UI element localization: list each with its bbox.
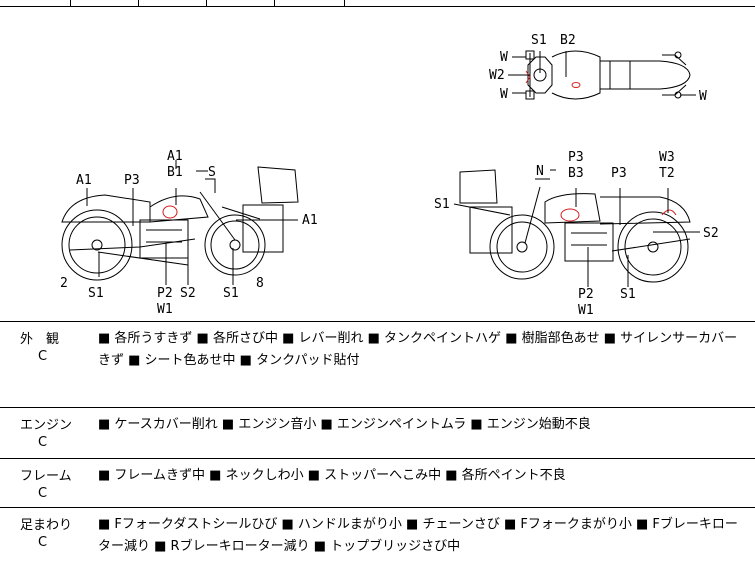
category-grade: C — [0, 347, 90, 364]
label-right-w3: W3 — [659, 150, 675, 165]
category-name: フレーム — [0, 459, 90, 484]
label-top-w: W — [500, 50, 508, 65]
category-notes: ■ 各所うすきず ■ 各所さび中 ■ レバー削れ ■ タンクペイントハゲ ■ 樹… — [90, 322, 755, 408]
header-cell — [206, 0, 207, 6]
label-left-s2: S2 — [180, 286, 196, 301]
label-top-s1: S1 — [531, 33, 547, 48]
inspection-report-table: 外 観 C ■ 各所うすきず ■ 各所さび中 ■ レバー削れ ■ タンクペイント… — [0, 321, 755, 586]
header-cell — [70, 0, 71, 6]
category-name: エンジン — [0, 408, 90, 433]
report-row-suspension: 足まわり C ■ Fフォークダストシールひび ■ ハンドルまがり小 ■ チェーン… — [0, 508, 755, 586]
label-right-n: N — [536, 164, 544, 179]
category-grade: C — [0, 484, 90, 501]
left-damage-marks — [163, 206, 177, 218]
label-left-a1: A1 — [76, 173, 92, 188]
category-notes: ■ Fフォークダストシールひび ■ ハンドルまがり小 ■ チェーンさび ■ Fフ… — [90, 508, 755, 586]
label-left-2: 2 — [60, 276, 68, 291]
header-strip — [0, 0, 755, 7]
label-right-p3: P3 — [611, 166, 627, 181]
motorcycle-diagram-svg: S1 B2 W W2 W W A1 B1 S A1 P3 A1 2 S1 P2 … — [0, 7, 755, 321]
label-left-p2: P2 — [157, 286, 173, 301]
label-left-a1: A1 — [302, 213, 318, 228]
label-left-p3: P3 — [124, 173, 140, 188]
category-notes: ■ フレームきず中 ■ ネックしわ小 ■ ストッパーへこみ中 ■ 各所ペイント不… — [90, 459, 755, 508]
category-grade: C — [0, 433, 90, 450]
label-right-w1: W1 — [578, 303, 594, 318]
header-cell — [344, 0, 345, 6]
label-left-a1: A1 — [167, 149, 183, 164]
report-row-exterior: 外 観 C ■ 各所うすきず ■ 各所さび中 ■ レバー削れ ■ タンクペイント… — [0, 322, 755, 408]
label-top-b2: B2 — [560, 33, 576, 48]
label-right-b3: B3 — [568, 166, 584, 181]
label-right-s1: S1 — [434, 197, 450, 212]
category-cell: エンジン C — [0, 408, 90, 459]
top-view-motorcycle — [526, 51, 690, 99]
label-top-w2: W2 — [489, 68, 505, 83]
label-top-w: W — [500, 87, 508, 102]
label-left-w1: W1 — [157, 302, 173, 317]
label-top-w: W — [699, 89, 707, 104]
label-left-s1: S1 — [223, 286, 239, 301]
label-left-b1: B1 — [167, 165, 183, 180]
label-right-s1: S1 — [620, 287, 636, 302]
label-left-s1: S1 — [88, 286, 104, 301]
right-leaders — [454, 170, 700, 287]
category-name: 外 観 — [0, 322, 90, 347]
category-notes: ■ ケースカバー削れ ■ エンジン音小 ■ エンジンペイントムラ ■ エンジン始… — [90, 408, 755, 459]
label-left-8: 8 — [256, 276, 264, 291]
category-cell: フレーム C — [0, 459, 90, 508]
damage-diagram: S1 B2 W W2 W W A1 B1 S A1 P3 A1 2 S1 P2 … — [0, 7, 755, 321]
category-cell: 足まわり C — [0, 508, 90, 586]
inspection-sheet: S1 B2 W W2 W W A1 B1 S A1 P3 A1 2 S1 P2 … — [0, 0, 755, 561]
header-cell — [138, 0, 139, 6]
category-cell: 外 観 C — [0, 322, 90, 408]
report-row-engine: エンジン C ■ ケースカバー削れ ■ エンジン音小 ■ エンジンペイントムラ … — [0, 408, 755, 459]
report-row-frame: フレーム C ■ フレームきず中 ■ ネックしわ小 ■ ストッパーへこみ中 ■ … — [0, 459, 755, 508]
left-side-motorcycle — [62, 167, 298, 280]
label-right-p3: P3 — [568, 150, 584, 165]
right-side-motorcycle — [460, 170, 690, 282]
category-grade: C — [0, 533, 90, 550]
label-left-s: S — [208, 165, 216, 180]
header-cell — [274, 0, 275, 6]
category-name: 足まわり — [0, 508, 90, 533]
label-right-t2: T2 — [659, 166, 675, 181]
label-right-s2: S2 — [703, 226, 719, 241]
label-right-p2: P2 — [578, 287, 594, 302]
